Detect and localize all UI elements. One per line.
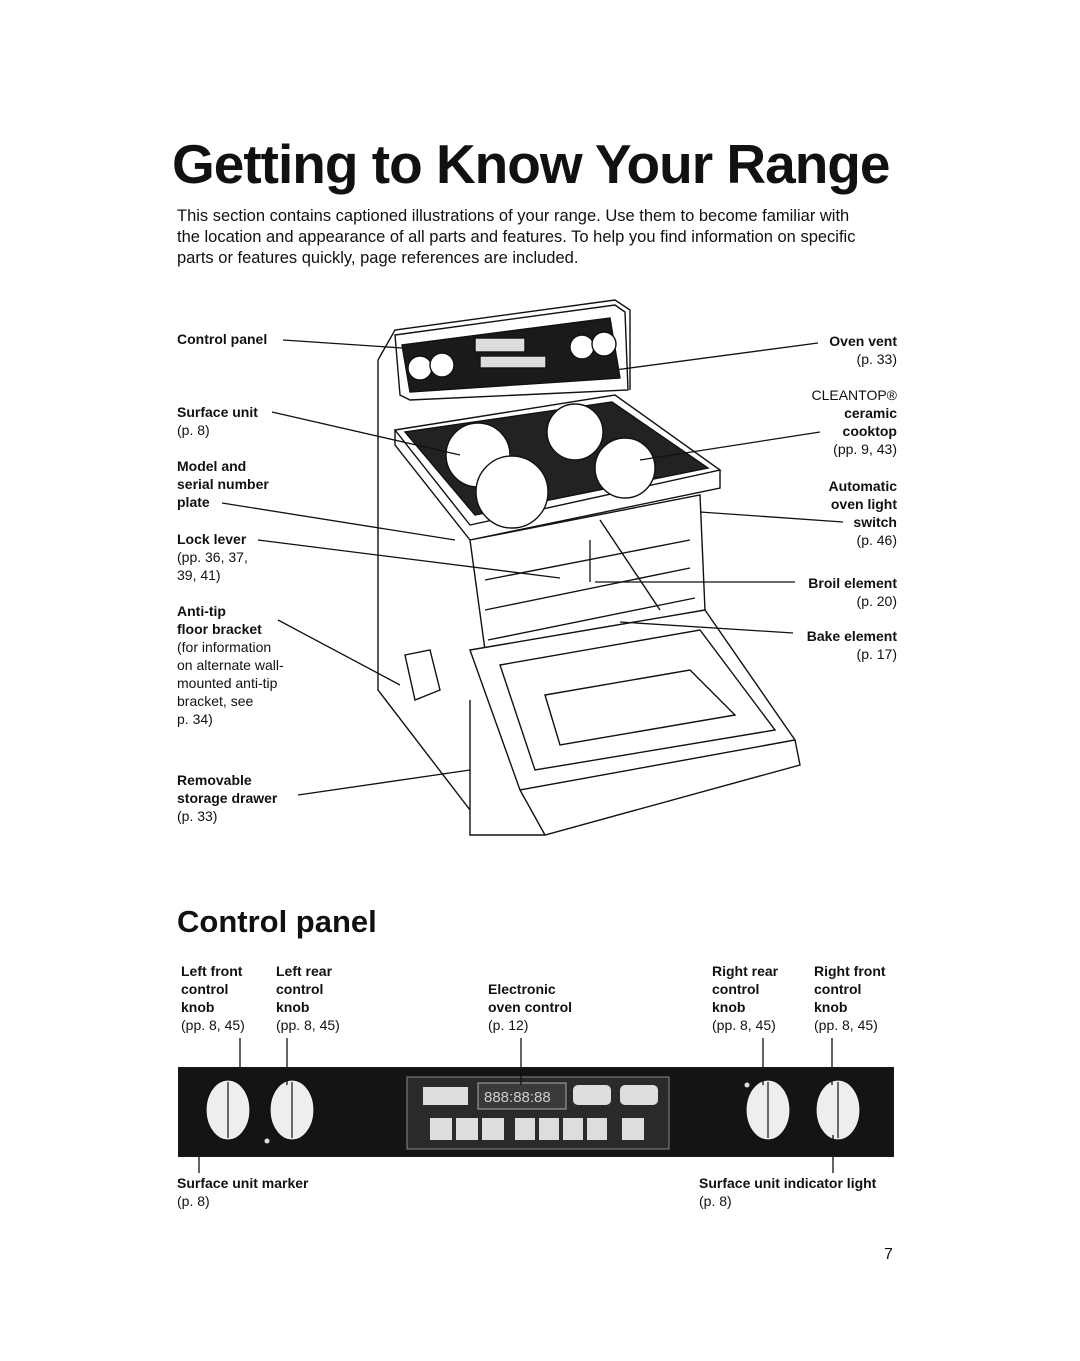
oven-display-text: 888:88:88 [484, 1089, 551, 1106]
label-cleantop: CLEANTOP® ceramic cooktop (pp. 9, 43) [811, 387, 897, 457]
label-surface-indicator-light: Surface unit indicator light (p. 8) [699, 1175, 877, 1209]
page-number: 7 [884, 1246, 893, 1263]
intro-line: the location and appearance of all parts… [177, 228, 856, 246]
label-surface-unit-marker: Surface unit marker (p. 8) [177, 1175, 309, 1209]
label-left-front-knob: Left front control knob (pp. 8, 45) [181, 963, 245, 1033]
label-oven-vent: Oven vent (p. 33) [829, 333, 897, 367]
label-bake-element: Bake element (p. 17) [806, 628, 897, 662]
label-left-rear-knob: Left rear control knob (pp. 8, 45) [276, 963, 340, 1033]
label-electronic-control: Electronic oven control (p. 12) [488, 981, 573, 1033]
label-control-panel: Control panel [177, 331, 268, 347]
label-anti-tip: Anti-tip floor bracket (for information … [177, 603, 284, 727]
label-right-front-knob: Right front control knob (pp. 8, 45) [814, 963, 886, 1033]
intro-line: parts or features quickly, page referenc… [177, 249, 579, 267]
page-title: Getting to Know Your Range [172, 133, 890, 195]
label-broil-element: Broil element (p. 20) [808, 575, 897, 609]
label-model-serial: Model and serial number plate [177, 458, 269, 510]
section-heading-control-panel: Control panel [177, 904, 377, 939]
label-storage-drawer: Removable storage drawer (p. 33) [177, 772, 278, 824]
label-oven-light: Automatic oven light switch (p. 46) [828, 478, 897, 548]
label-surface-unit: Surface unit (p. 8) [177, 404, 258, 438]
label-right-rear-knob: Right rear control knob (pp. 8, 45) [712, 963, 779, 1033]
intro-line: This section contains captioned illustra… [177, 207, 850, 225]
label-lock-lever: Lock lever (pp. 36, 37, 39, 41) [177, 531, 248, 583]
intro-paragraph: This section contains captioned illustra… [177, 206, 917, 269]
